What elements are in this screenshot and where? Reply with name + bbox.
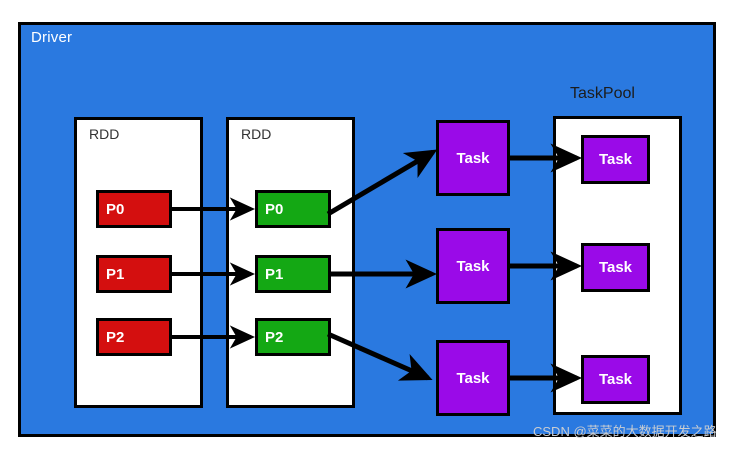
partition-red-p0: P0 [96, 190, 172, 228]
task-pool-item-1: Task [581, 135, 650, 184]
task-pool-item-3: Task [581, 355, 650, 404]
task-pool-item-2: Task [581, 243, 650, 292]
driver-label: Driver [31, 29, 73, 46]
rdd-label-2: RDD [241, 126, 272, 142]
partition-red-p1: P1 [96, 255, 172, 293]
task-pending-2: Task [436, 228, 510, 304]
partition-red-p2: P2 [96, 318, 172, 356]
partition-green-p1: P1 [255, 255, 331, 293]
task-pool-label: TaskPool [570, 85, 635, 102]
watermark-text: CSDN @菜菜的大数据开发之路 [533, 424, 717, 439]
rdd-label-1: RDD [89, 126, 120, 142]
task-pending-3: Task [436, 340, 510, 416]
partition-green-p2: P2 [255, 318, 331, 356]
task-pending-1: Task [436, 120, 510, 196]
partition-green-p0: P0 [255, 190, 331, 228]
